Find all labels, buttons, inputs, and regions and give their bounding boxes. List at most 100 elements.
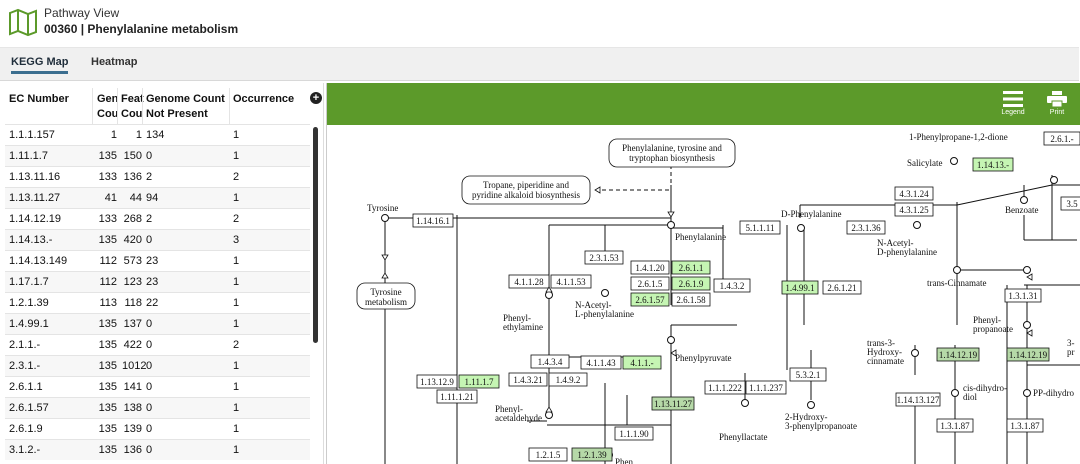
column-feature-count[interactable]: Feat Cou (121, 92, 145, 122)
enzyme-box[interactable]: 1.4.99.1 (781, 280, 819, 295)
enzyme-box[interactable]: 1.14.16.1 (412, 213, 454, 228)
enzyme-box[interactable]: 2.6.1.5 (630, 276, 670, 291)
compound-node[interactable] (951, 389, 959, 397)
enzyme-box[interactable]: 2.3.1.36 (846, 220, 886, 235)
enzyme-box[interactable]: 1.3.1.31 (1004, 288, 1042, 303)
enzyme-box[interactable]: 5.3.2.1 (789, 367, 827, 382)
compound-node[interactable] (911, 349, 919, 357)
compound-label: diol (963, 392, 978, 402)
column-occurrence[interactable]: Occurrence (233, 93, 295, 105)
compound-node[interactable] (667, 336, 675, 344)
enzyme-box[interactable]: 4.1.1.- (622, 355, 662, 370)
compound-node[interactable] (950, 157, 958, 165)
enzyme-box[interactable]: 1.3.1.87 (936, 418, 974, 433)
enzyme-box[interactable]: 2.6.1.9 (671, 276, 711, 291)
enzyme-box[interactable]: 3.5 (1060, 196, 1080, 211)
enzyme-box[interactable]: 1.14.13.127 (895, 392, 941, 407)
compound-node[interactable] (381, 214, 389, 222)
enzyme-box[interactable]: 2.3.1.53 (584, 250, 624, 265)
enzyme-box[interactable]: 1.11.1.7 (458, 374, 500, 389)
enzyme-box[interactable]: 4.3.1.25 (894, 202, 934, 217)
column-genome-count[interactable]: Gen Cou (97, 92, 120, 122)
compound-node[interactable] (807, 401, 815, 409)
enzyme-box[interactable]: 2.6.1.1 (671, 260, 711, 275)
enzyme-box[interactable]: 1.4.9.2 (548, 372, 588, 387)
compound-node[interactable] (1023, 266, 1031, 274)
column-genome-count-not-present[interactable]: Genome Count Not Present (146, 92, 225, 122)
enzyme-box[interactable]: 4.3.1.24 (894, 186, 934, 201)
enzyme-box[interactable]: 1.4.3.2 (713, 278, 751, 293)
enzyme-box[interactable]: 2.6.1.58 (671, 292, 711, 307)
table-scrollbar[interactable] (313, 127, 318, 343)
ec-number-cell: 2.6.1.57 (9, 402, 49, 414)
map-icon (9, 8, 37, 37)
compound-node[interactable] (601, 289, 609, 297)
tab-kegg-map[interactable]: KEGG Map (11, 56, 69, 74)
compound-label: Phenyl- (973, 315, 1001, 325)
enzyme-box[interactable]: 1.4.3.4 (530, 354, 570, 369)
tab-heatmap[interactable]: Heatmap (91, 56, 138, 68)
enzyme-box[interactable]: 1.14.12.19 (936, 347, 980, 362)
enzyme-box[interactable]: 5.1.1.11 (739, 220, 781, 235)
enzyme-box[interactable]: 1.14.13.- (972, 157, 1014, 172)
column-ec-number[interactable]: EC Number (9, 93, 69, 105)
enzyme-box[interactable]: 1.4.1.20 (630, 260, 670, 275)
enzyme-box[interactable]: 1.11.1.21 (436, 389, 478, 404)
add-column-icon[interactable]: + (310, 92, 322, 104)
compound-node[interactable] (1020, 196, 1028, 204)
enzyme-box[interactable]: 1.13.12.9 (416, 374, 458, 389)
genome-count-cell: 135 (98, 318, 117, 330)
compound-node[interactable] (1023, 389, 1031, 397)
compound-node[interactable] (667, 221, 675, 229)
enzyme-box[interactable]: 2.6.1.- (1043, 131, 1080, 146)
compound-node[interactable] (545, 291, 553, 299)
compound-node[interactable] (1023, 321, 1031, 329)
ec-number-cell: 2.6.1.9 (9, 423, 43, 435)
enzyme-label: 1.11.1.21 (440, 392, 473, 402)
enzyme-box[interactable]: 1.14.12.19 (1006, 347, 1050, 362)
enzyme-box[interactable]: 4.1.1.53 (550, 274, 592, 289)
compound-node[interactable] (545, 411, 553, 419)
arrowhead (1026, 329, 1033, 337)
enzyme-box[interactable]: 1.4.3.21 (508, 372, 548, 387)
enzyme-box[interactable]: 1.1.1.237 (745, 380, 787, 395)
enzyme-box[interactable]: 2.6.1.21 (822, 280, 862, 295)
legend-button[interactable]: Legend (998, 91, 1028, 116)
enzyme-box[interactable]: 4.1.1.43 (580, 355, 622, 370)
enzyme-box[interactable]: 2.6.1.57 (630, 292, 670, 307)
compound-node[interactable] (953, 266, 961, 274)
print-button[interactable]: Print (1042, 91, 1072, 116)
compound-node[interactable] (797, 224, 805, 232)
enzyme-box[interactable]: 1.3.1.87 (1006, 418, 1044, 433)
enzyme-box[interactable]: 1.1.1.90 (614, 426, 654, 441)
compound-node[interactable] (1050, 176, 1058, 184)
feature-count-cell: 123 (123, 276, 142, 288)
enzyme-box[interactable]: 4.1.1.28 (508, 274, 550, 289)
enzyme-box[interactable]: 1.2.1.5 (528, 447, 568, 462)
compound-node[interactable] (913, 221, 921, 229)
enzyme-box[interactable]: 1.13.11.27 (651, 396, 695, 411)
compound-node[interactable] (741, 399, 749, 407)
enzyme-box[interactable]: 1.2.1.39 (571, 447, 613, 462)
enzyme-box[interactable]: 1.1.1.222 (704, 380, 746, 395)
